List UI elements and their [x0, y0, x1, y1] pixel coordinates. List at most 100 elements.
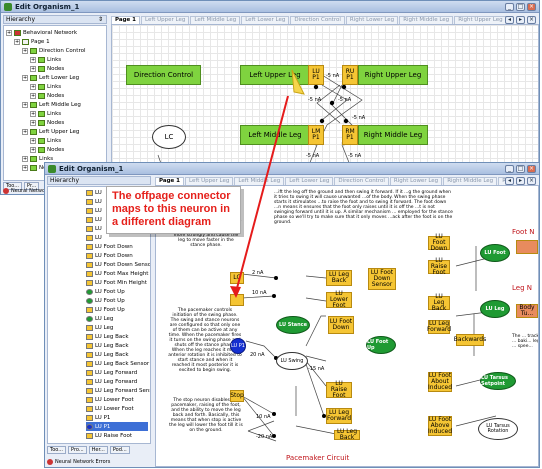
backwards-node[interactable]: Backwards: [454, 334, 486, 346]
tree-item[interactable]: LU Leg Forward Sensor: [86, 386, 150, 395]
close-button[interactable]: ×: [527, 165, 536, 173]
tab-7[interactable]: Right Upper Leg: [498, 177, 505, 185]
lm-p1-connector[interactable]: LM P1: [308, 125, 324, 145]
lu-leg-neuron[interactable]: LU Leg: [480, 300, 510, 318]
tree-item[interactable]: +Nodes: [6, 145, 104, 154]
bottom-tab-0[interactable]: Too...: [47, 446, 67, 454]
tree-item[interactable]: +Left Upper Leg: [6, 127, 104, 136]
lu-foot-down-right-node[interactable]: LU Foot Down: [428, 234, 450, 252]
tree-item[interactable]: LU: [86, 215, 148, 224]
tree-item[interactable]: LU Leg Back: [86, 341, 148, 350]
tab-next-button[interactable]: ▸: [516, 177, 525, 185]
back-window-titlebar[interactable]: Edit Organism_1 _ □ ×: [1, 1, 539, 13]
lu-foot-down-node[interactable]: LU Foot Down: [328, 316, 354, 334]
lu-lower-foot-node[interactable]: LU Lower Foot: [326, 291, 352, 309]
tree-item[interactable]: +Nodes: [6, 91, 104, 100]
expand-icon[interactable]: +: [30, 92, 36, 99]
tree-item[interactable]: LU P1: [86, 413, 148, 422]
tree-item[interactable]: LU Lower Foot: [86, 395, 148, 404]
tree-item[interactable]: LU P1: [86, 422, 148, 431]
expand-icon[interactable]: +: [30, 110, 36, 117]
tree-item[interactable]: +Page 1: [6, 37, 104, 46]
lu-foot-up-right-node[interactable]: [516, 240, 538, 254]
left-upper-leg-box[interactable]: Left Upper Leg: [240, 65, 310, 85]
rm-p1-connector[interactable]: RM P1: [342, 125, 358, 145]
expand-icon[interactable]: +: [30, 119, 36, 126]
expand-icon[interactable]: +: [30, 65, 36, 72]
tab-6[interactable]: Right Middle Leg: [443, 177, 498, 185]
tree-item[interactable]: LU Foot Down Sensor: [86, 260, 150, 269]
lu-raise-foot-node[interactable]: LU Raise Foot: [326, 381, 352, 399]
body-tu-node[interactable]: Body Tu...: [516, 304, 538, 318]
lc-connector[interactable]: LC: [230, 272, 244, 284]
right-upper-leg-box[interactable]: Right Upper Leg: [358, 65, 428, 85]
tree-item[interactable]: LU Foot Up: [86, 305, 148, 314]
lu-leg-back-node-2[interactable]: LU Leg Back: [334, 429, 360, 441]
lu-foot-neuron[interactable]: LU Foot: [480, 244, 510, 262]
tree-item[interactable]: LU Foot Min Height: [86, 278, 148, 287]
tree-item[interactable]: LU Raise Foot: [86, 431, 148, 440]
stop-connector[interactable]: Stop: [230, 390, 244, 402]
tree-item[interactable]: +Links: [6, 136, 104, 145]
tab-prev-button[interactable]: ◂: [505, 16, 514, 24]
tree-item[interactable]: +Links: [6, 55, 104, 64]
maximize-button[interactable]: □: [516, 3, 525, 11]
tab-close-button[interactable]: ×: [527, 16, 536, 24]
tree-item[interactable]: +Links: [6, 82, 104, 91]
expand-icon[interactable]: +: [30, 56, 36, 63]
expand-icon[interactable]: +: [30, 83, 36, 90]
tree-item[interactable]: LU: [86, 206, 148, 215]
lu-p1-neuron[interactable]: LU P1: [230, 338, 246, 354]
tab-5[interactable]: Right Lower Leg: [389, 177, 443, 185]
lu-p1-connector[interactable]: LU P1: [308, 65, 324, 85]
tab-2[interactable]: Left Middle Leg: [190, 16, 241, 24]
bottom-tab-2[interactable]: Her...: [88, 446, 108, 454]
lu-foot-down-sensor-node[interactable]: LU Foot Down Sensor: [368, 268, 396, 290]
lu-tarsus-setpoint-neuron[interactable]: LU Tarsus Setpoint: [480, 372, 516, 390]
expand-icon[interactable]: +: [22, 164, 28, 171]
left-middle-leg-box[interactable]: Left Middle Leg: [240, 125, 310, 145]
expand-icon[interactable]: +: [22, 101, 28, 108]
tree-item[interactable]: LU Leg Forward: [86, 368, 148, 377]
tab-4[interactable]: Direction Control: [334, 177, 389, 185]
tree-item[interactable]: LU Foot Max Height: [86, 269, 148, 278]
tree-item[interactable]: LU Foot Down: [86, 242, 148, 251]
tree-item[interactable]: +Left Lower Leg: [6, 73, 104, 82]
tab-0[interactable]: Page 1: [111, 16, 141, 24]
tab-3[interactable]: Left Lower Leg: [241, 16, 290, 24]
tab-close-button[interactable]: ×: [527, 177, 536, 185]
tree-item[interactable]: LU Leg Back Sensor: [86, 359, 149, 368]
tree-item[interactable]: LU: [86, 233, 148, 242]
bottom-tab-1[interactable]: Pro...: [68, 446, 87, 454]
tree-item[interactable]: +Behavioral Network: [6, 28, 104, 37]
lu-leg-back-right-node[interactable]: LU Leg Back: [428, 294, 450, 312]
bottom-tab-1[interactable]: Pr...: [24, 182, 40, 190]
lu-foot-below-induced-node[interactable]: LU Foot Above Induced: [428, 416, 452, 436]
tree-item[interactable]: LU Leg Forward: [86, 377, 148, 386]
minimize-button[interactable]: _: [505, 165, 514, 173]
lu-swing-neuron[interactable]: LU Swing: [276, 352, 308, 370]
tree-item[interactable]: LU Foot Up: [86, 296, 148, 305]
tab-0[interactable]: Page 1: [155, 177, 185, 185]
lu-leg-back-node[interactable]: LU Leg Back: [326, 270, 352, 286]
expand-icon[interactable]: +: [22, 128, 28, 135]
tree-item[interactable]: LU: [86, 197, 148, 206]
expand-icon[interactable]: +: [22, 47, 28, 54]
tab-5[interactable]: Right Lower Leg: [345, 16, 399, 24]
expand-icon[interactable]: +: [6, 29, 12, 36]
tree-item[interactable]: LU Leg: [86, 323, 148, 332]
lc-neuron[interactable]: LC: [152, 125, 186, 149]
bottom-tab-0[interactable]: Too...: [3, 182, 23, 190]
tab-2[interactable]: Left Middle Leg: [234, 177, 285, 185]
lu-p1-connector-local[interactable]: [230, 294, 244, 306]
tree-item[interactable]: +Nodes: [6, 64, 104, 73]
tree-item[interactable]: LU Lower Foot: [86, 404, 148, 413]
tree-item[interactable]: LU Foot Up: [86, 287, 148, 296]
expand-icon[interactable]: +: [30, 137, 36, 144]
tab-3[interactable]: Left Lower Leg: [285, 177, 334, 185]
tree-item[interactable]: +Left Middle Leg: [6, 100, 104, 109]
lu-raise-foot-right-node[interactable]: LU Raise Foot: [428, 258, 450, 276]
expand-icon[interactable]: +: [30, 146, 36, 153]
tab-4[interactable]: Direction Control: [290, 16, 345, 24]
tree-item[interactable]: LU Leg: [86, 314, 148, 323]
